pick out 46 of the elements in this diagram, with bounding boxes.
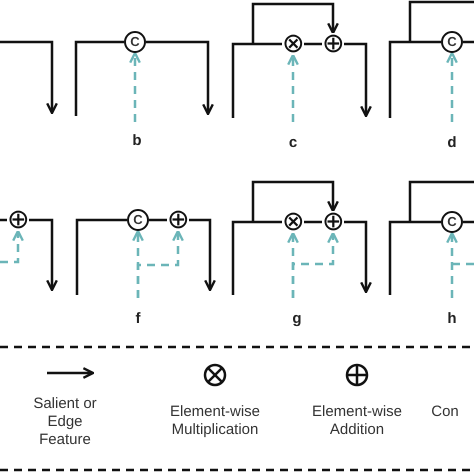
arrow	[252, 180, 339, 222]
dashed-arrow	[292, 232, 339, 298]
operator-symbol: ⊕	[167, 209, 189, 231]
connector-line	[149, 218, 167, 222]
panel-letter: g	[292, 310, 302, 327]
legend-text: Element-wise Multiplication	[168, 403, 262, 439]
dashed-arrow	[446, 232, 458, 298]
legend-text: Element-wise Addition	[310, 403, 404, 439]
connector-line	[74, 40, 124, 116]
connector-line	[304, 42, 322, 46]
connector-line	[388, 220, 441, 295]
arrow	[252, 2, 339, 44]
operator-symbol: ⊕	[322, 33, 344, 55]
dashed-arrow	[136, 230, 184, 298]
connector-line	[76, 218, 127, 295]
operator-symbol: ⊕	[322, 211, 344, 233]
operator-symbol: ⊗	[282, 211, 304, 233]
operator-symbol: ⊗	[282, 33, 304, 55]
connector-line	[232, 42, 282, 118]
arrow	[344, 42, 372, 118]
connector-line	[463, 40, 474, 44]
connector-line	[463, 220, 474, 224]
legend-text: Salient or Edge Feature	[32, 395, 98, 449]
dashed-arrow	[0, 230, 24, 264]
panel-letter: d	[447, 134, 457, 151]
operator-circle: C	[441, 211, 463, 233]
panel-letter: h	[447, 310, 457, 327]
connector-line	[232, 220, 282, 295]
operator-circle: C	[127, 209, 149, 231]
arrow	[29, 218, 58, 292]
operator-circle: C	[441, 31, 463, 53]
connector-line	[388, 40, 441, 118]
operator-symbol: ⊕	[7, 209, 29, 231]
operator-circle: C	[124, 31, 146, 53]
legend-text: Con	[431, 403, 459, 421]
connector-line	[0, 218, 7, 222]
panel-letter: c	[288, 134, 298, 151]
dashed-arrow	[129, 52, 141, 122]
panel-letter: b	[132, 132, 142, 149]
arrow	[146, 40, 214, 116]
dashed-arrow	[287, 54, 299, 122]
connector-line	[304, 220, 322, 224]
arrow	[189, 218, 216, 292]
panel-letter: f	[136, 310, 140, 327]
arrow	[344, 220, 372, 294]
dashed-arrow	[446, 52, 458, 122]
